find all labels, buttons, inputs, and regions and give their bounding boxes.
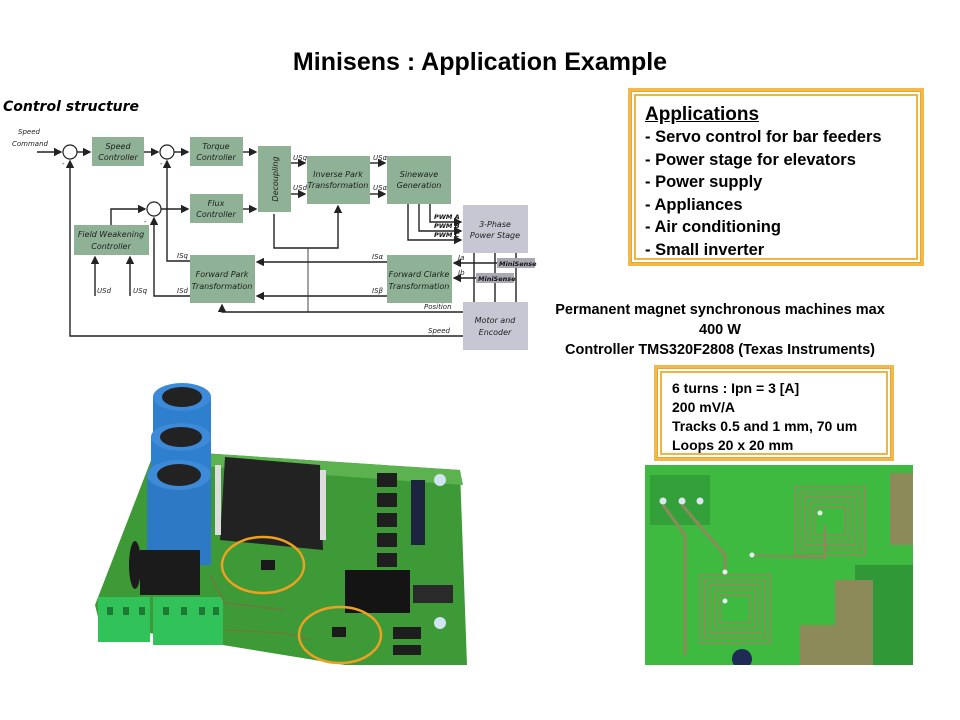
inverse-park-block: Inverse Park Transformation <box>307 156 370 204</box>
power-module <box>220 457 323 550</box>
svg-text:Forward Park: Forward Park <box>196 270 249 279</box>
ic-column <box>377 473 397 587</box>
applications-box: Applications - Servo control for bar fee… <box>628 88 924 266</box>
svg-text:Encoder: Encoder <box>479 328 512 337</box>
control-structure-heading: Control structure <box>3 99 140 115</box>
motor-encoder-block: Motor and Encoder <box>463 302 528 350</box>
pwm-a-label: PWM A <box>434 213 460 221</box>
svg-text:Forward Clarke: Forward Clarke <box>389 270 450 279</box>
machine-info-line: 400 W <box>699 322 741 338</box>
pcb-coil-loops-photo <box>645 465 913 665</box>
position-label: Position <box>424 303 452 311</box>
svg-text:Power Stage: Power Stage <box>470 231 520 240</box>
summing-junction-torque <box>159 144 175 160</box>
application-item: - Small inverter <box>645 240 765 259</box>
minus-sign: - <box>144 218 147 226</box>
svg-text:Controller: Controller <box>91 242 131 251</box>
speed-command-label: Speed <box>18 128 41 136</box>
svg-text:3-Phase: 3-Phase <box>479 220 511 229</box>
application-item: - Power stage for elevators <box>645 150 856 169</box>
svg-text:Decoupling: Decoupling <box>271 156 280 201</box>
capacitors <box>147 383 211 565</box>
flux-controller-block: Flux Controller <box>190 194 243 223</box>
svg-text:Generation: Generation <box>397 181 442 190</box>
highlight-circle <box>220 535 306 595</box>
application-item: - Appliances <box>645 195 743 214</box>
usb-label: USα <box>373 184 388 192</box>
pwm-c-label: PWM C <box>434 231 460 239</box>
control-block-diagram: Speed Command - - - Speed Controller Tor… <box>12 128 537 350</box>
svg-text:MiniSense: MiniSense <box>478 275 516 283</box>
spec-line: 6 turns : Ipn = 3 [A] <box>672 380 800 396</box>
usq-label: USq <box>293 154 308 162</box>
power-stage-block: 3-Phase Power Stage <box>463 205 528 253</box>
sensor-specs-box: 6 turns : Ipn = 3 [A] 200 mV/A Tracks 0.… <box>654 365 894 461</box>
svg-text:Inverse Park: Inverse Park <box>313 170 363 179</box>
svg-text:Controller: Controller <box>196 153 236 162</box>
slide-title: Minisens : Application Example <box>292 48 668 76</box>
summing-junction-speed <box>62 144 78 160</box>
svg-text:Field Weakening: Field Weakening <box>78 230 144 239</box>
speed-command-label-2: Command <box>12 140 49 148</box>
usa-label: USα <box>373 154 388 162</box>
copper-pour <box>800 580 873 665</box>
svg-text:Controller: Controller <box>98 153 138 162</box>
spec-line: Loops 20 x 20 mm <box>672 437 794 453</box>
minus-sign: - <box>62 160 65 168</box>
forward-park-block: Forward Park Transformation <box>190 255 255 303</box>
bridge-rectifier <box>140 550 200 595</box>
decoupling-block: Decoupling <box>258 146 291 212</box>
speed-controller-block: Speed Controller <box>92 137 144 166</box>
via-hole <box>732 649 752 665</box>
svg-text:Torque: Torque <box>202 142 229 151</box>
application-item: - Air conditioning <box>645 218 781 236</box>
application-item: - Servo control for bar feeders <box>645 128 882 146</box>
svg-text:Sinewave: Sinewave <box>400 170 438 179</box>
isa-label: ISα <box>372 253 384 261</box>
minisense-tag-a: MiniSense <box>497 258 537 268</box>
application-item: - Power supply <box>645 173 763 191</box>
svg-text:Controller: Controller <box>196 210 236 219</box>
summing-junction-flux <box>146 201 162 217</box>
isd-label: ISd <box>177 287 189 295</box>
spec-line: Tracks 0.5 and 1 mm, 70 um <box>672 418 858 434</box>
usd-label: USd <box>293 184 308 192</box>
machine-info-line: Controller TMS320F2808 (Texas Instrument… <box>565 342 875 358</box>
svg-text:Transformation: Transformation <box>389 282 450 291</box>
coil-loop-lower <box>699 574 771 644</box>
svg-text:Flux: Flux <box>208 199 225 208</box>
minisense-tag-b: MiniSense <box>476 273 516 283</box>
isb-label: ISβ <box>372 287 384 295</box>
ib-label: Ib <box>458 269 465 277</box>
highlight-circle <box>297 605 383 665</box>
coil-loop-upper <box>794 486 866 556</box>
isq-label: ISq <box>177 252 189 260</box>
terminal-connectors <box>98 597 223 645</box>
inverter-board-photo <box>95 383 467 665</box>
torque-controller-block: Torque Controller <box>190 137 243 166</box>
minisense-chip <box>332 627 346 637</box>
speed-label: Speed <box>428 327 451 335</box>
svg-text:Transformation: Transformation <box>308 181 369 190</box>
relay <box>345 570 410 613</box>
minus-sign: - <box>160 160 163 168</box>
machine-info: Permanent magnet synchronous machines ma… <box>520 300 920 360</box>
fw-usd-label: USd <box>97 287 112 295</box>
field-weakening-block: Field Weakening Controller <box>74 225 149 255</box>
fw-usq-label: USq <box>133 287 148 295</box>
svg-text:MiniSense: MiniSense <box>499 260 537 268</box>
svg-text:Speed: Speed <box>105 142 131 151</box>
pwm-b-label: PWM B <box>434 222 460 230</box>
sinewave-generation-block: Sinewave Generation <box>387 156 451 204</box>
applications-heading: Applications <box>645 104 760 125</box>
minisense-chip <box>261 560 275 570</box>
svg-text:Transformation: Transformation <box>192 282 253 291</box>
forward-clarke-block: Forward Clarke Transformation <box>387 255 452 303</box>
spec-line: 200 mV/A <box>672 399 736 415</box>
machine-info-line: Permanent magnet synchronous machines ma… <box>555 302 885 318</box>
ia-label: Ia <box>458 254 464 262</box>
svg-text:Motor and: Motor and <box>475 316 517 325</box>
pin-header <box>411 480 425 545</box>
